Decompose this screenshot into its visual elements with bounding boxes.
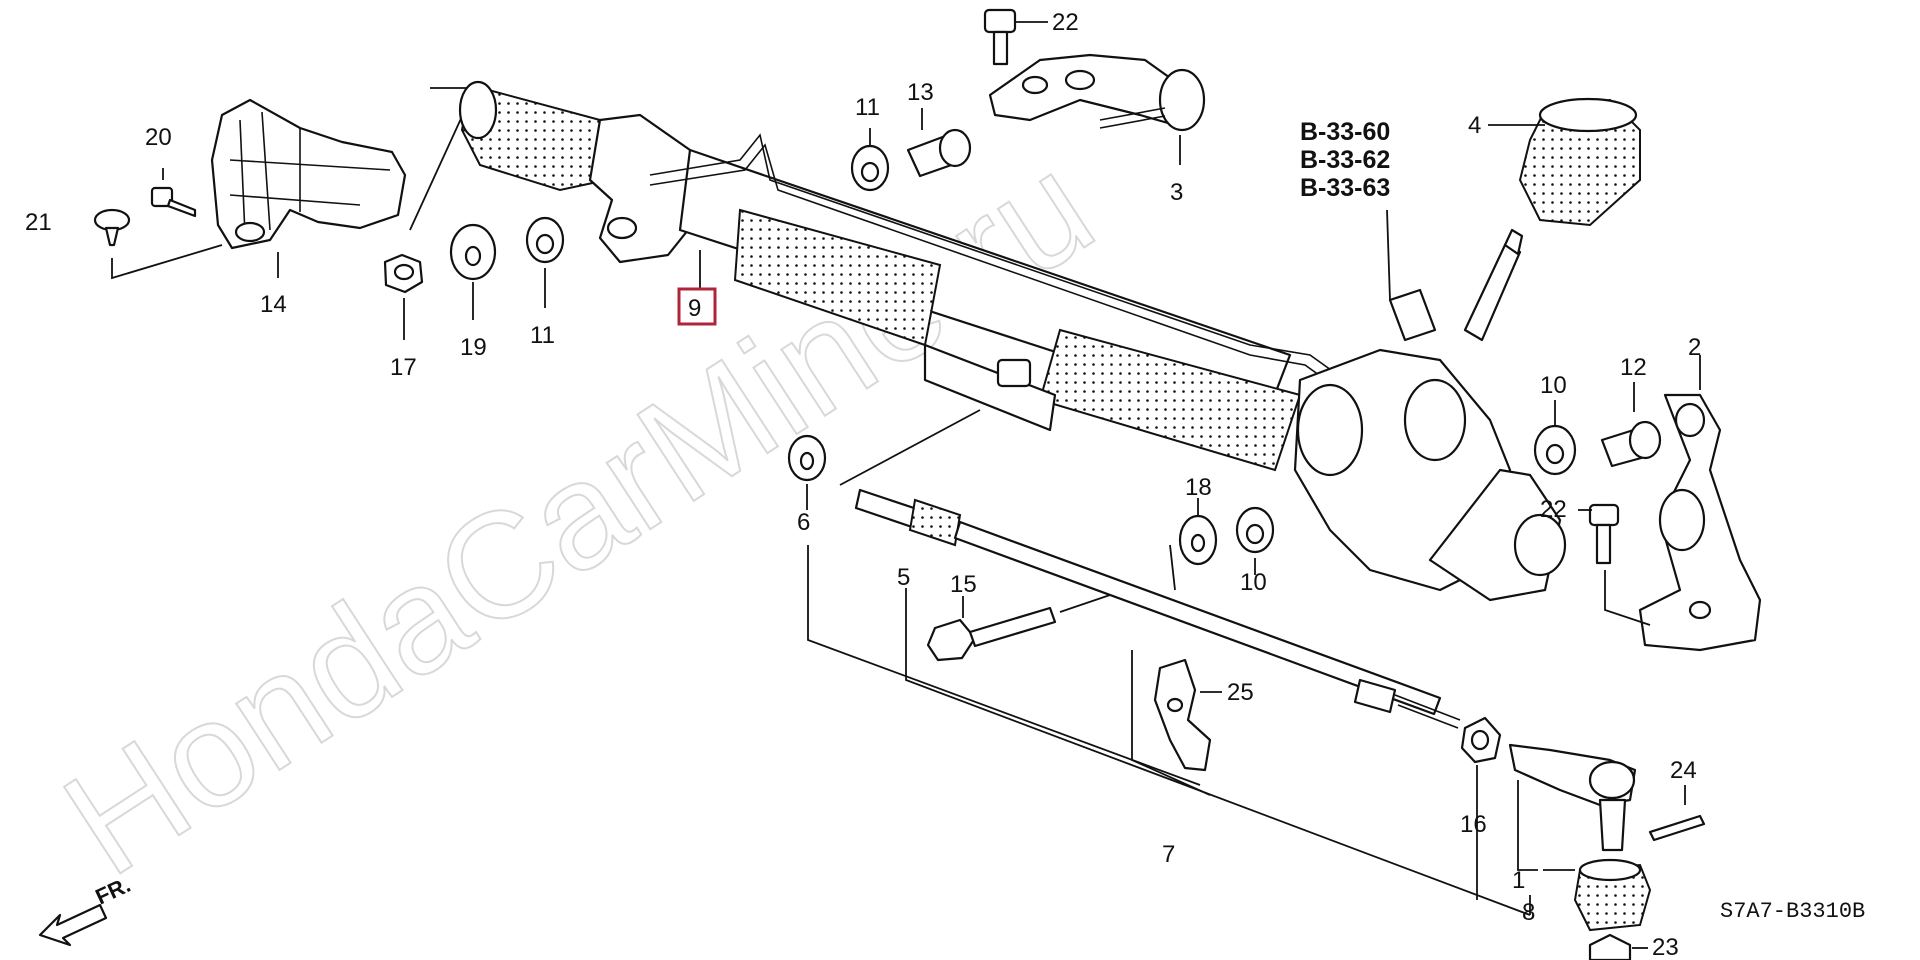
callout-17: 17 [390, 354, 417, 381]
part-12-collar[interactable] [1600, 420, 1662, 468]
part-11-bushing-left[interactable] [525, 216, 565, 264]
reference-code-1[interactable]: B-33-60 [1300, 118, 1390, 146]
callout-16: 16 [1460, 811, 1487, 838]
part-23-nut[interactable] [1588, 933, 1632, 960]
part-9-highlight-box [677, 287, 717, 326]
part-10-bushing-right[interactable] [1533, 424, 1577, 476]
part-25-clamp[interactable] [1153, 658, 1212, 772]
part-24-cotter-pin[interactable] [1648, 814, 1706, 842]
part-18-washer[interactable] [1178, 514, 1218, 566]
part-20-screw[interactable] [150, 186, 197, 218]
callout-10-center: 10 [1240, 569, 1267, 596]
part-3-bracket-upper[interactable] [988, 53, 1206, 132]
part-10-bushing-center[interactable] [1235, 506, 1275, 554]
callout-1: 1 [1512, 867, 1525, 894]
part-17-nut[interactable] [383, 253, 424, 294]
callout-19: 19 [460, 334, 487, 361]
part-14-boot-cover[interactable] [210, 98, 407, 250]
callout-20: 20 [145, 124, 172, 151]
callout-7: 7 [1162, 841, 1175, 868]
callout-13: 13 [907, 79, 934, 106]
part-22-bolt-right[interactable] [1588, 503, 1620, 565]
part-22-bolt-upper[interactable] [983, 8, 1017, 66]
callout-8: 8 [1522, 899, 1535, 926]
reference-code-3[interactable]: B-33-63 [1300, 174, 1390, 202]
callout-11-left: 11 [530, 322, 555, 349]
part-13-collar[interactable] [906, 128, 972, 178]
part-9-steering-rack-assembly[interactable] [458, 80, 1567, 602]
callout-11-upper: 11 [855, 94, 880, 121]
part-2-bracket-right[interactable] [1638, 393, 1762, 652]
callout-6: 6 [797, 509, 810, 536]
part-8-boot[interactable] [1573, 858, 1652, 932]
part-19-washer[interactable] [449, 223, 497, 281]
callout-21: 21 [25, 209, 52, 236]
part-4-grommet[interactable] [1518, 97, 1641, 227]
diagram-code: S7A7-B3310B [1720, 899, 1865, 924]
callout-23: 23 [1652, 934, 1679, 960]
callout-3: 3 [1170, 179, 1183, 206]
callout-25: 25 [1227, 679, 1254, 706]
part-5-tie-rod[interactable] [854, 488, 1461, 729]
callout-18: 18 [1185, 474, 1212, 501]
part-6-washer[interactable] [787, 434, 827, 482]
callout-10-right: 10 [1540, 372, 1567, 399]
callout-24: 24 [1670, 757, 1697, 784]
part-21-clip[interactable] [93, 208, 131, 247]
callout-15: 15 [950, 571, 977, 598]
callout-9[interactable]: 9 [688, 295, 701, 322]
callout-12: 12 [1620, 354, 1647, 381]
part-16-nut[interactable] [1460, 716, 1502, 764]
callout-22-right: 22 [1540, 496, 1567, 523]
callout-14: 14 [260, 291, 287, 318]
reference-code-2[interactable]: B-33-62 [1300, 146, 1390, 174]
callout-5: 5 [897, 564, 910, 591]
part-11-bushing-upper[interactable] [850, 144, 890, 192]
callout-2: 2 [1688, 334, 1701, 361]
part-15-bolt[interactable] [926, 606, 1057, 662]
part-1-tie-rod-end[interactable] [1508, 743, 1637, 852]
front-direction-arrow-icon [38, 903, 108, 947]
callout-4: 4 [1468, 112, 1481, 139]
callout-22-upper: 22 [1052, 9, 1079, 36]
